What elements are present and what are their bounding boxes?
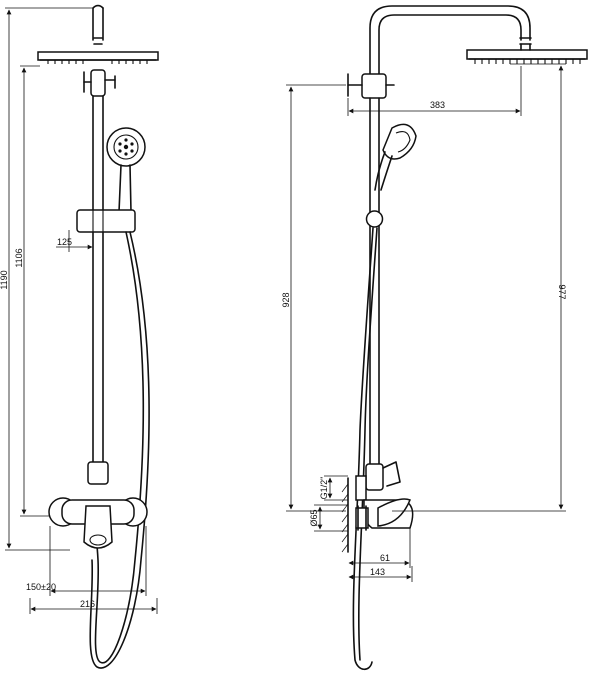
front-riser-top xyxy=(92,7,104,41)
dim-side-head-height: 977 xyxy=(392,63,567,512)
front-main-pipe xyxy=(92,95,104,471)
dim-side-mixer-depth: 143 xyxy=(348,566,413,582)
dim-977-label: 977 xyxy=(557,284,567,299)
side-hose xyxy=(352,227,374,671)
dim-125-label: 125 xyxy=(57,237,72,247)
dim-front-head-to-mixer: 1106 xyxy=(14,65,50,517)
front-hose xyxy=(94,231,145,664)
dim-front-inlet-spacing: 150±20 xyxy=(26,526,147,596)
dim-side-inlet-diameter: Ø65 xyxy=(309,504,348,532)
dim-383-label: 383 xyxy=(430,100,445,110)
side-mixer xyxy=(355,475,414,531)
dim-side-inlet-thread: G1/2" xyxy=(319,475,348,501)
side-hand-shower xyxy=(374,123,417,191)
dim-216-label: 216 xyxy=(80,599,95,609)
front-hand-shower xyxy=(106,127,146,213)
dim-1106-label: 1106 xyxy=(14,248,24,267)
dim-1190-label: 1190 xyxy=(0,270,9,289)
front-view: 1190 1106 125 150±20 216 xyxy=(0,4,159,669)
dim-side-arm-reach: 383 xyxy=(347,66,522,116)
dim-150-label: 150±20 xyxy=(26,582,56,592)
side-wall-hatch xyxy=(341,477,349,553)
dim-thread-label: G1/2" xyxy=(319,477,329,500)
side-slide-holder xyxy=(365,210,384,228)
side-diverter xyxy=(347,73,395,99)
front-mixer xyxy=(48,497,148,549)
front-rain-head xyxy=(37,51,159,64)
front-pipe-connector xyxy=(87,461,109,485)
dim-front-mixer-width: 216 xyxy=(29,598,158,614)
dim-61-label: 61 xyxy=(380,553,390,563)
side-pipe-connector xyxy=(365,461,401,491)
dim-143-label: 143 xyxy=(370,567,385,577)
dim-side-handle-depth: 61 xyxy=(348,528,411,568)
side-rain-head xyxy=(466,43,588,64)
dim-front-holder-offset: 125 xyxy=(56,230,93,252)
dim-side-pipe-height: 928 xyxy=(281,84,346,512)
front-rain-nozzles xyxy=(47,60,148,64)
side-arm-outer xyxy=(369,5,531,86)
dim-928-label: 928 xyxy=(281,292,291,307)
side-view: 383 977 928 G1/2" Ø65 xyxy=(281,5,588,671)
front-diverter xyxy=(83,69,116,97)
side-main-pipe xyxy=(369,97,380,467)
dim-front-total-height: 1190 xyxy=(0,7,92,551)
side-arm-inner xyxy=(378,14,522,86)
front-slide-holder xyxy=(76,209,136,233)
dim-diameter-label: Ø65 xyxy=(309,509,319,526)
